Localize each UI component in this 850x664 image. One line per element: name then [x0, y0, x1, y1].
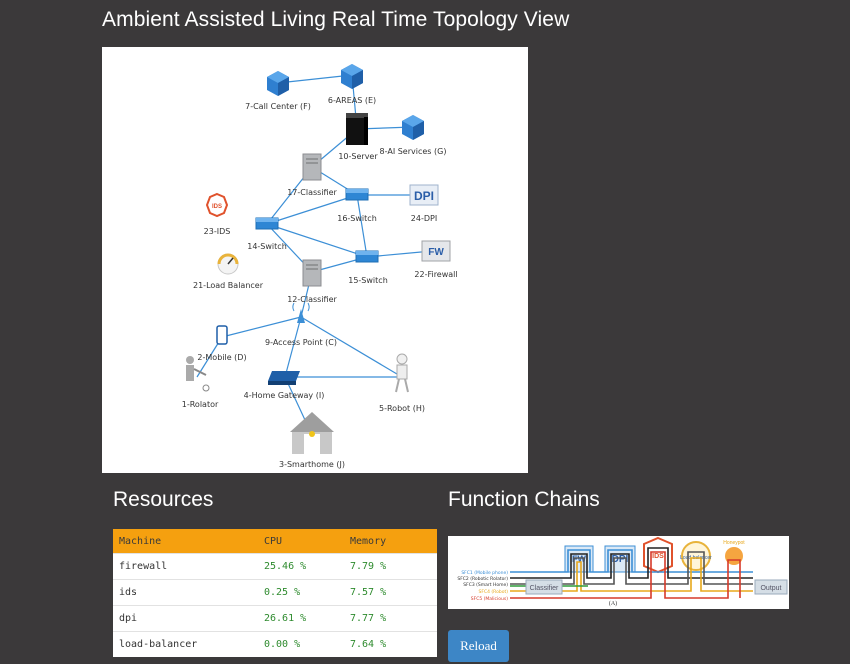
resources-table: Machine CPU Memory firewall 25.46 % 7.79… [113, 529, 437, 657]
link-9-2 [221, 316, 302, 338]
link-14-16 [266, 194, 358, 225]
topology-view[interactable]: DPI FW IDS [102, 47, 528, 473]
reload-button[interactable]: Reload [448, 630, 509, 662]
node-label-access-point: 9-Access Point (C) [265, 338, 337, 347]
node-label-robot: 5-Robot (H) [379, 404, 425, 413]
server-icon [346, 113, 368, 145]
svg-text:IDS: IDS [212, 204, 222, 210]
column-header-machine: Machine [113, 529, 258, 554]
memory-cell: 7.79 % [344, 553, 437, 580]
machine-cell: firewall [113, 553, 258, 580]
output-label: Output [760, 585, 781, 592]
function-chains-diagram: SFC1 (Mobile phone) SFC2 (Robotic Rolato… [448, 536, 789, 609]
node-label-load-balancer: 21-Load Balancer [193, 281, 263, 290]
link-7-6 [277, 74, 353, 84]
cpu-cell: 26.61 % [258, 605, 344, 632]
node-label-smarthome: 3-Smarthome (J) [279, 460, 345, 469]
cube-icon [402, 115, 424, 140]
svg-text:Honeypot: Honeypot [723, 540, 745, 546]
resources-title: Resources [113, 488, 214, 511]
gateway-icon [268, 371, 300, 385]
page-title: Ambient Assisted Living Real Time Topolo… [102, 8, 570, 31]
svg-text:SFC5 (Malicious): SFC5 (Malicious) [471, 596, 508, 602]
antenna-icon [292, 302, 310, 323]
dpi-icon: DPI [409, 184, 439, 206]
machine-cell: load-balancer [113, 631, 258, 657]
svg-text:FW: FW [572, 554, 586, 564]
gauge-icon [217, 253, 239, 275]
table-row: dpi 26.61 % 7.77 % [113, 605, 437, 632]
node-label-ai-services: 8-AI Services (G) [379, 147, 447, 156]
switch-icon [255, 217, 279, 230]
classifier-label: Classifier [530, 585, 559, 592]
link-9-5 [300, 316, 403, 378]
link-9-4 [284, 316, 302, 378]
node-label-dpi: 24-DPI [410, 214, 438, 223]
svg-text:SFC2 (Robotic Rolator): SFC2 (Robotic Rolator) [457, 576, 508, 582]
svg-text:SFC1 (Mobile phone): SFC1 (Mobile phone) [461, 570, 508, 576]
node-label-home-gateway: 4-Home Gateway (I) [243, 391, 325, 400]
node-label-mobile: 2-Mobile (D) [197, 353, 247, 362]
svg-text:DPI: DPI [414, 189, 434, 203]
tower-icon [302, 259, 322, 287]
node-label-call-center: 7-Call Center (F) [245, 102, 311, 111]
rolator-icon [186, 356, 210, 392]
cpu-cell: 0.00 % [258, 631, 344, 657]
memory-cell: 7.64 % [344, 631, 437, 657]
diagram-caption: (A) [609, 600, 617, 607]
memory-cell: 7.57 % [344, 579, 437, 606]
node-label-rolator: 1-Rolator [181, 400, 219, 409]
node-label-classifier-17: 17-Classifier [287, 188, 337, 197]
table-row: ids 0.25 % 7.57 % [113, 579, 437, 606]
column-header-cpu: CPU [258, 529, 344, 554]
machine-cell: ids [113, 579, 258, 606]
robot-icon [395, 353, 409, 393]
phone-icon [216, 325, 228, 345]
memory-cell: 7.77 % [344, 605, 437, 632]
node-label-server: 10-Server [338, 152, 378, 161]
function-chains-title: Function Chains [448, 488, 600, 511]
svg-text:SFC3 (Smart Home): SFC3 (Smart Home) [463, 582, 508, 588]
tower-icon [302, 153, 322, 181]
cube-icon [267, 71, 289, 96]
machine-cell: dpi [113, 605, 258, 632]
node-label-classifier-12: 12-Classifier [287, 295, 337, 304]
firewall-icon: FW [421, 240, 451, 262]
link-14-15 [266, 223, 368, 258]
table-header-row: Machine CPU Memory [113, 529, 437, 554]
switch-icon [345, 188, 369, 201]
link-16-15 [356, 194, 368, 258]
svg-text:FW: FW [428, 247, 444, 258]
node-label-switch-14: 14-Switch [247, 242, 287, 251]
column-header-memory: Memory [344, 529, 437, 554]
svg-text:SFC4 (Robot): SFC4 (Robot) [479, 589, 509, 595]
cpu-cell: 25.46 % [258, 553, 344, 580]
ids-icon: IDS [205, 192, 229, 218]
cpu-cell: 0.25 % [258, 579, 344, 606]
svg-text:DPI: DPI [612, 554, 629, 565]
node-label-ids: 23-IDS [203, 227, 231, 236]
chain-boxes: FW DPI IDS Load balancer Honeypot [564, 536, 745, 574]
topology-graph: DPI FW IDS [186, 64, 451, 454]
node-label-areas: 6-AREAS (E) [327, 96, 377, 105]
node-label-firewall: 22-Firewall [414, 270, 458, 279]
table-row: firewall 25.46 % 7.79 % [113, 553, 437, 580]
node-label-switch-16: 16-Switch [337, 214, 377, 223]
svg-text:IDS: IDS [652, 553, 664, 560]
sfc-labels: SFC1 (Mobile phone) SFC2 (Robotic Rolato… [457, 570, 508, 602]
node-label-switch-15: 15-Switch [348, 276, 388, 285]
cube-icon [341, 64, 363, 89]
house-icon [290, 412, 334, 454]
table-row: load-balancer 0.00 % 7.64 % [113, 631, 437, 657]
switch-icon [355, 250, 379, 263]
